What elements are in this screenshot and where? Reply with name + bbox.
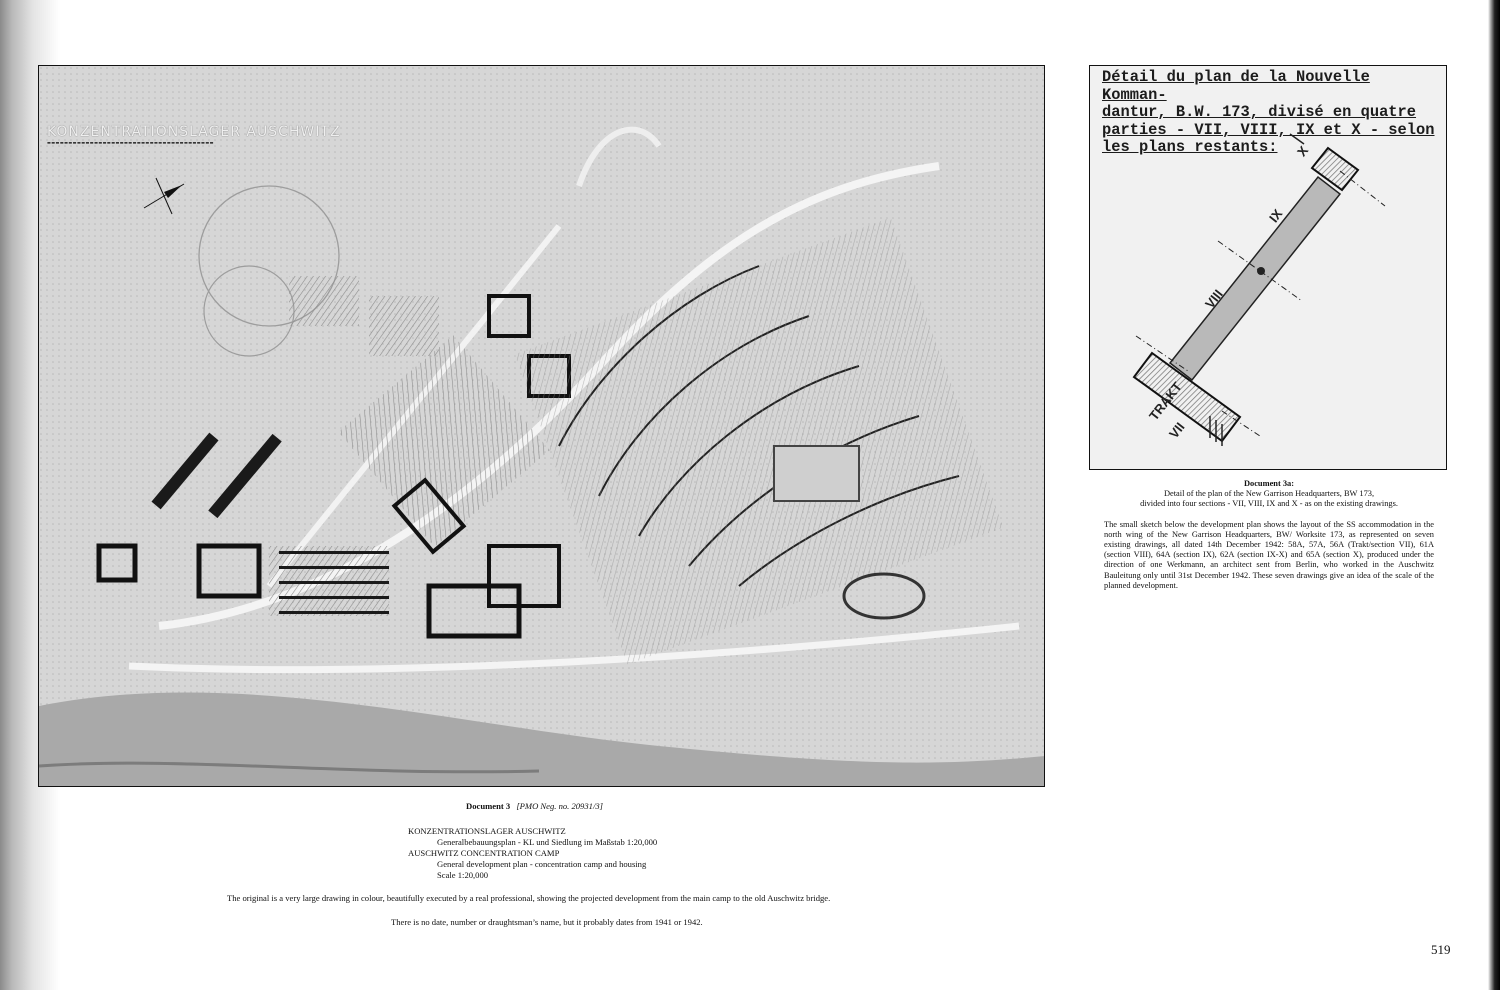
plan-stamp-subtitle: ▬▬▬▬▬▬▬▬▬▬▬▬▬▬▬▬▬▬▬▬▬▬▬▬▬▬▬▬▬▬▬▬▬▬▬▬▬▬▬: [47, 140, 214, 145]
caption-3a-body: The small sketch below the development p…: [1104, 519, 1434, 590]
caption-3-de-sub: Generalbebauungsplan - KL und Siedlung i…: [437, 837, 658, 847]
plan-stamp-title: KONZENTRATIONSLAGER AUSCHWITZ: [47, 124, 341, 140]
caption-3a-title: Document 3a:: [1243, 479, 1294, 488]
wing-x-block: [1310, 146, 1360, 192]
river-area: [39, 692, 1044, 786]
plan-drawing: [39, 66, 1044, 786]
development-plan-image: KONZENTRATIONSLAGER AUSCHWITZ ▬▬▬▬▬▬▬▬▬▬…: [38, 65, 1045, 787]
caption-document-3a: Document 3a: Detail of the plan of the N…: [1104, 479, 1434, 591]
caption-3-neg: [PMO Neg. no. 20931/3]: [516, 801, 603, 811]
caption-3a-desc-line2: divided into four sections - VII, VIII, …: [1140, 499, 1398, 509]
sketch-title: Détail du plan de la Nouvelle Komman- da…: [1102, 68, 1435, 156]
caption-3-title: Document 3: [466, 801, 511, 811]
compass-rose: [143, 177, 185, 215]
page-edge: [1488, 0, 1500, 990]
caption-3-en-sub: General development plan - concentration…: [437, 859, 647, 869]
caption-3-note1: The original is a very large drawing in …: [227, 893, 831, 903]
sketch-drawing: [1132, 133, 1386, 446]
caption-3-scale: Scale 1:20,000: [437, 870, 489, 880]
main-camp-block: [96, 543, 138, 583]
caption-3a-desc-line1: Detail of the plan of the New Garrison H…: [1163, 489, 1375, 499]
caption-3-en-title: AUSCHWITZ CONCENTRATION CAMP: [408, 848, 560, 858]
caption-3-note2: There is no date, number or draughtsman’…: [391, 917, 703, 927]
caption-3-heading: Document 3 [PMO Neg. no. 20931/3]: [466, 801, 603, 812]
sketch-3a-image: Détail du plan de la Nouvelle Komman- da…: [1089, 65, 1447, 470]
wing-viii-ix: [1168, 175, 1342, 382]
stadium-oval: [842, 572, 926, 620]
page-number: 519: [1431, 942, 1451, 957]
caption-3-de-title: KONZENTRATIONSLAGER AUSCHWITZ: [408, 826, 566, 836]
